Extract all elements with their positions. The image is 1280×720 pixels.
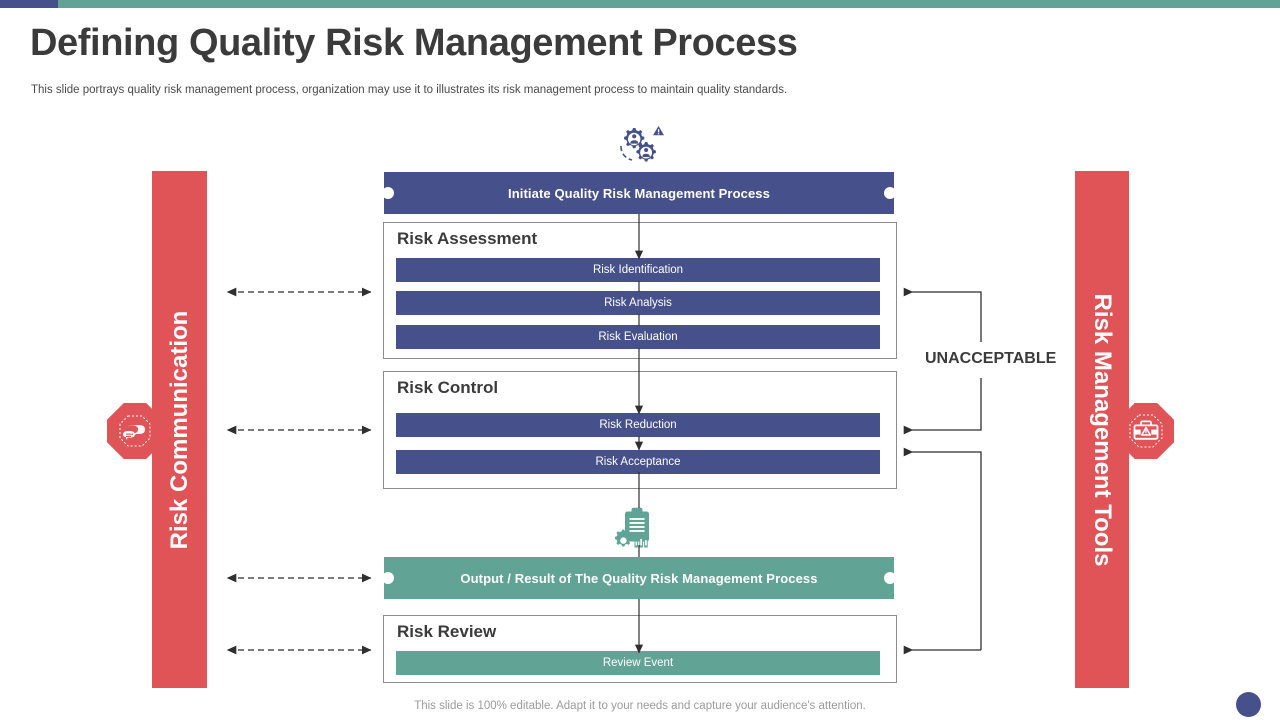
connector-dot-left	[382, 572, 394, 584]
sidebar-left-label: Risk Communication	[165, 310, 193, 549]
step-review-event[interactable]: Review Event	[396, 651, 880, 675]
step-risk-identification[interactable]: Risk Identification	[396, 258, 880, 282]
panel-title-risk-control: Risk Control	[397, 378, 499, 397]
page-title: Defining Quality Risk Management Process	[30, 22, 798, 64]
panel-risk-assessment: Risk Assessment Risk Identification Risk…	[383, 222, 897, 359]
step-risk-acceptance[interactable]: Risk Acceptance	[396, 450, 880, 474]
step-risk-evaluation[interactable]: Risk Evaluation	[396, 325, 880, 349]
toolbox-warning-icon	[1118, 403, 1174, 459]
clipboard-report-icon	[614, 506, 659, 555]
step-label: Risk Analysis	[604, 297, 672, 309]
connector-dot-right	[884, 572, 896, 584]
accent-segment-blue	[0, 0, 58, 8]
panel-risk-control: Risk Control Risk Reduction Risk Accepta…	[383, 371, 897, 489]
flow-bar-output-label: Output / Result of The Quality Risk Mana…	[460, 570, 818, 586]
panel-title-risk-assessment: Risk Assessment	[397, 229, 538, 248]
sidebar-right-label: Risk Management Tools	[1089, 293, 1116, 566]
flow-bar-initiate-label: Initiate Quality Risk Management Process	[508, 185, 770, 201]
step-risk-reduction[interactable]: Risk Reduction	[396, 413, 880, 437]
footer-note: This slide is 100% editable. Adapt it to…	[414, 700, 866, 712]
corner-decoration-dot	[1236, 692, 1261, 717]
panel-title-risk-review: Risk Review	[397, 622, 497, 641]
page-subtitle: This slide portrays quality risk managem…	[31, 84, 788, 96]
top-accent-bar	[0, 0, 1280, 8]
step-risk-analysis[interactable]: Risk Analysis	[396, 291, 880, 315]
panel-risk-review: Risk Review Review Event	[383, 615, 897, 683]
flow-bar-initiate[interactable]: Initiate Quality Risk Management Process	[382, 172, 896, 214]
connector-dot-left	[382, 187, 394, 199]
accent-segment-teal	[58, 0, 1280, 8]
gears-people-warning-icon	[613, 124, 669, 175]
step-label: Risk Identification	[592, 264, 684, 276]
step-label: Risk Reduction	[599, 419, 677, 431]
unacceptable-label: UNACCEPTABLE	[925, 350, 1057, 367]
step-label: Risk Evaluation	[598, 331, 678, 343]
chat-bubbles-icon	[107, 403, 163, 459]
flow-bar-output[interactable]: Output / Result of The Quality Risk Mana…	[382, 557, 896, 599]
step-label: Review Event	[602, 657, 674, 669]
step-label: Risk Acceptance	[595, 456, 681, 468]
connector-dot-right	[884, 187, 896, 199]
